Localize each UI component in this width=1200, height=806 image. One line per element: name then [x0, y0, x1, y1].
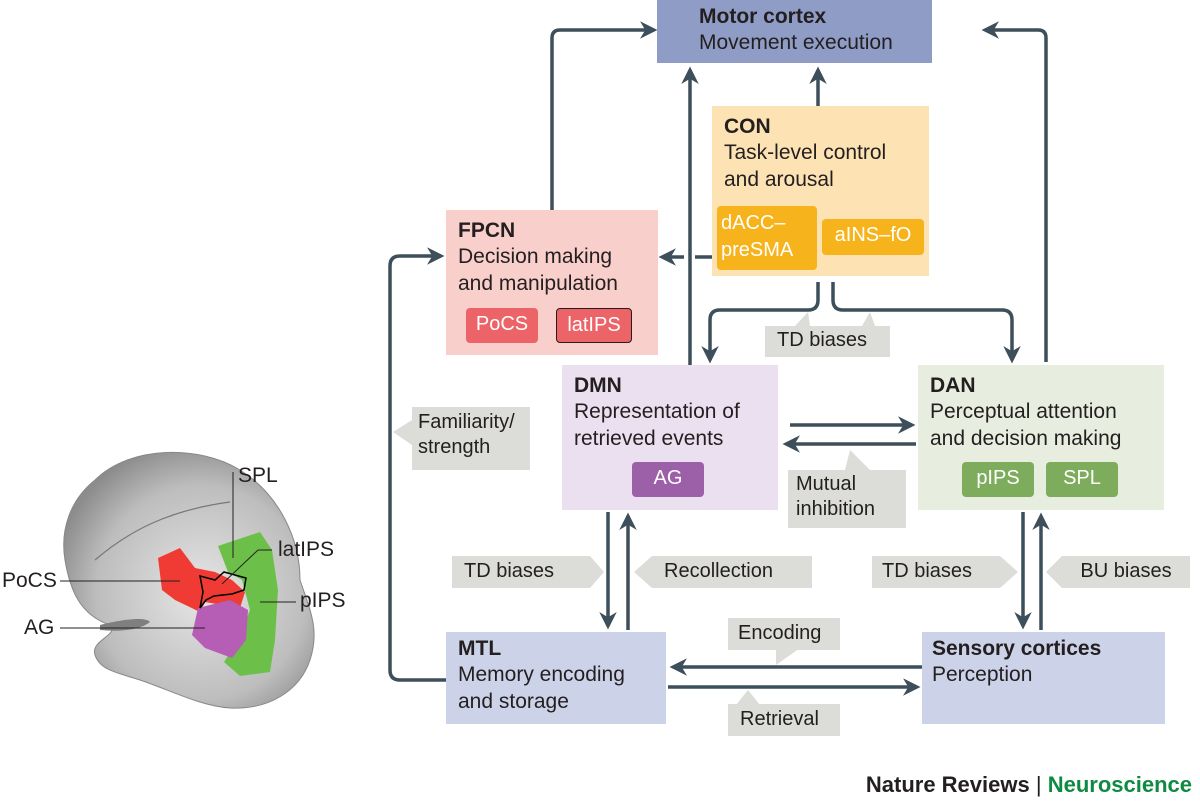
label-tail-td-dan — [1000, 556, 1018, 588]
label-familiarity-strength: Familiarity/ strength — [412, 407, 530, 470]
label-tail-recollection — [634, 556, 652, 588]
brain-label-spl: SPL — [238, 464, 278, 487]
chip-spl: SPL — [1046, 462, 1118, 497]
sensory-title: Sensory cortices — [932, 637, 1102, 660]
journal-credit: Nature Reviews | Neuroscience — [866, 772, 1192, 798]
chip-ag: AG — [632, 462, 704, 497]
chip-latips: latIPS — [556, 308, 632, 343]
brain-illustration — [60, 451, 315, 709]
region-latips-outline — [199, 571, 247, 609]
mtl-title: MTL — [458, 637, 502, 660]
label-tail-encoding — [776, 648, 800, 665]
arrow-mtl-to-fpcn — [388, 247, 446, 682]
label-recollection: Recollection — [652, 556, 812, 588]
arrow-con-to-dmn — [701, 282, 820, 364]
latips-leader-diag — [221, 549, 259, 585]
label-bu-biases: BU biases — [1062, 556, 1190, 588]
journal-name: Nature Reviews — [865, 772, 1030, 797]
chip-dacc-presma: dACC– preSMA — [717, 206, 817, 270]
label-td-biases-con: TD biases — [765, 326, 890, 357]
arrow-fpcn-to-motor — [550, 21, 658, 210]
label-retrieval: Retrieval — [728, 704, 840, 736]
dmn-title: DMN — [574, 374, 622, 397]
arrow-dan-to-motor — [981, 21, 1048, 362]
region-purple-ag — [192, 600, 248, 658]
brain-label-pips: pIPS — [300, 589, 346, 612]
label-tail-bu — [1046, 556, 1062, 588]
label-tail-mutual — [845, 450, 870, 470]
journal-section: Neuroscience — [1047, 772, 1192, 797]
con-title: CON — [724, 115, 771, 138]
brain-sulcus — [94, 501, 231, 561]
motor-cortex-desc: Movement execution — [699, 31, 893, 54]
motor-cortex-title: Motor cortex — [699, 5, 827, 28]
chip-ains-fo: aINS–fO — [822, 219, 924, 255]
brain-label-latips: latIPS — [278, 538, 335, 561]
dmn-desc: Representation of retrieved events — [574, 400, 740, 450]
label-mutual-inhibition: Mutual inhibition — [788, 470, 906, 528]
label-tail-td-dmn — [590, 556, 604, 588]
label-td-biases-dan-sensory: TD biases — [872, 556, 1000, 588]
label-tail-td-con-right — [862, 312, 875, 326]
label-tail-td-con-left — [795, 312, 810, 326]
fpcn-title: FPCN — [458, 219, 516, 242]
region-green-pips-spl — [218, 532, 278, 676]
arrow-con-to-dan — [831, 282, 1021, 364]
con-desc: Task-level control and arousal — [724, 141, 887, 191]
node-dan: DAN Perceptual attention and decision ma… — [918, 365, 1164, 510]
brain-label-ag: AG — [24, 616, 55, 639]
node-motor-cortex: Motor cortex Movement execution — [657, 0, 932, 63]
chip-pips: pIPS — [962, 462, 1034, 497]
mtl-desc: Memory encoding and storage — [458, 663, 625, 713]
dan-desc: Perceptual attention and decision making — [930, 400, 1122, 450]
label-td-biases-dmn-mtl: TD biases — [452, 556, 590, 588]
node-mtl: MTL Memory encoding and storage — [446, 632, 666, 724]
label-tail-familiarity — [393, 420, 412, 445]
journal-separator: | — [1035, 772, 1042, 797]
sensory-desc: Perception — [932, 663, 1033, 686]
chip-pocs: PoCS — [466, 308, 538, 343]
dan-title: DAN — [930, 374, 976, 397]
fpcn-desc: Decision making and manipulation — [458, 245, 618, 295]
brain-label-pocs: PoCS — [2, 569, 57, 592]
label-tail-retrieval — [736, 690, 760, 705]
label-encoding: Encoding — [728, 618, 840, 650]
node-sensory-cortices: Sensory cortices Perception — [922, 632, 1165, 724]
